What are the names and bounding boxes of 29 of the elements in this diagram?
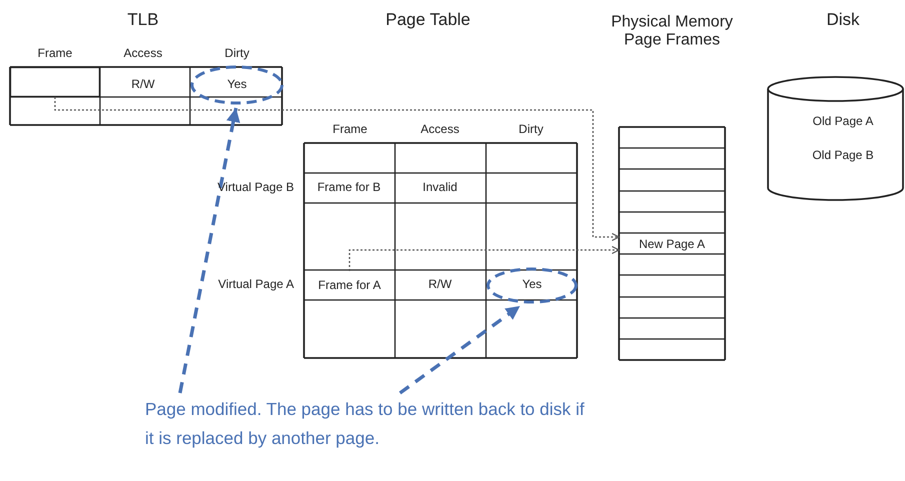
column-header: Dirty bbox=[518, 123, 544, 137]
disk-entry: Old Page A bbox=[812, 115, 874, 129]
frame-entry: Frame for B bbox=[317, 181, 381, 195]
dirty-flag-value: Yes bbox=[227, 78, 247, 92]
column-header: Frame bbox=[38, 47, 72, 61]
highlight-ellipse bbox=[190, 65, 284, 105]
access-value: R/W bbox=[428, 278, 452, 292]
dirty-flag-value: Yes bbox=[522, 278, 542, 292]
table-title: TLB bbox=[127, 10, 159, 30]
table-title: Page Table bbox=[386, 10, 470, 30]
arrow bbox=[178, 108, 240, 394]
highlight-ellipse bbox=[486, 267, 578, 304]
row-label: Virtual Page B bbox=[218, 181, 294, 195]
access-value: Invalid bbox=[422, 181, 458, 195]
disk-title: Disk bbox=[826, 10, 860, 30]
arrow bbox=[54, 97, 620, 242]
arrow bbox=[398, 304, 522, 394]
annotation-text: Page modified. The page has to be written back to disk if it is replaced by another page. bbox=[145, 393, 595, 455]
column-header: Frame bbox=[332, 123, 368, 137]
column-header: Access bbox=[420, 123, 460, 137]
column-header: Access bbox=[124, 47, 162, 61]
disk-entry: Old Page B bbox=[812, 149, 874, 163]
frame-entry: Frame for A bbox=[305, 271, 394, 299]
arrow bbox=[348, 246, 620, 271]
column-header: Dirty bbox=[224, 47, 250, 61]
memory-frame: New Page A bbox=[620, 234, 724, 254]
access-value: R/W bbox=[131, 78, 155, 92]
row-label: Virtual Page A bbox=[218, 278, 294, 292]
memory-title: Physical Memory Page Frames bbox=[610, 14, 734, 50]
